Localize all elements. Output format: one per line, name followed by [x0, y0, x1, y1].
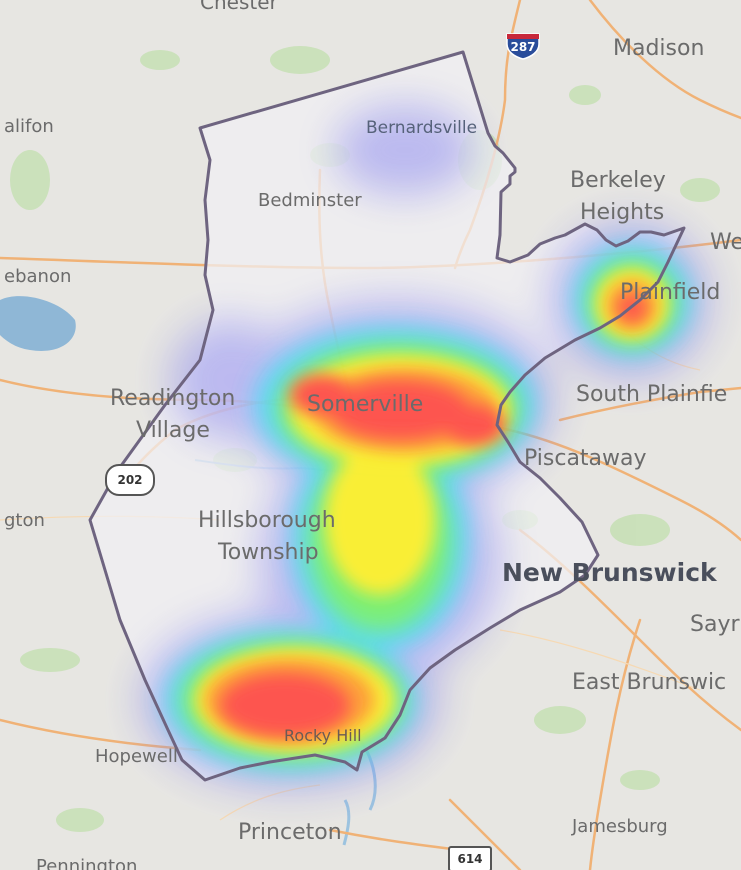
us-202-shield: 202 [105, 464, 155, 496]
label-califon: alifon [4, 116, 54, 137]
label-new-brunswick: New Brunswick [502, 558, 717, 587]
label-pennington: Pennington [36, 856, 138, 870]
label-bedminster: Bedminster [258, 190, 362, 211]
label-heights: Heights [580, 200, 665, 225]
interstate-287-shield: 287 [505, 30, 541, 60]
label-clinton: gton [4, 510, 45, 531]
interstate-shield-icon [506, 33, 540, 60]
label-village: Village [136, 418, 210, 443]
label-hillsborough: Hillsborough [198, 508, 336, 533]
label-piscataway: Piscataway [524, 446, 647, 471]
label-chester: Chester [200, 0, 278, 14]
label-madison: Madison [613, 36, 705, 61]
label-bernardsville: Bernardsville [366, 118, 478, 138]
county-614-shield: 614 [448, 846, 492, 870]
county-boundary [88, 50, 686, 782]
label-east-brunswick: East Brunswic [572, 670, 727, 695]
label-lebanon: ebanon [4, 266, 72, 287]
label-somerville: Somerville [307, 392, 424, 417]
label-berkeley: Berkeley [570, 168, 666, 193]
label-township: Township [218, 540, 319, 565]
label-jamesburg: Jamesburg [572, 816, 668, 837]
label-hopewell: Hopewell [95, 746, 178, 767]
label-plainfield: Plainfield [620, 280, 721, 305]
round-valley-reservoir [0, 296, 76, 351]
label-princeton: Princeton [238, 820, 342, 845]
label-south-plainfield: South Plainfie [576, 382, 728, 407]
label-sayreville: Sayr [690, 612, 740, 637]
label-westfield: We [710, 230, 741, 255]
label-rocky-hill: Rocky Hill [284, 726, 362, 745]
label-readington: Readington [110, 386, 236, 411]
heatmap-layer [140, 105, 710, 790]
